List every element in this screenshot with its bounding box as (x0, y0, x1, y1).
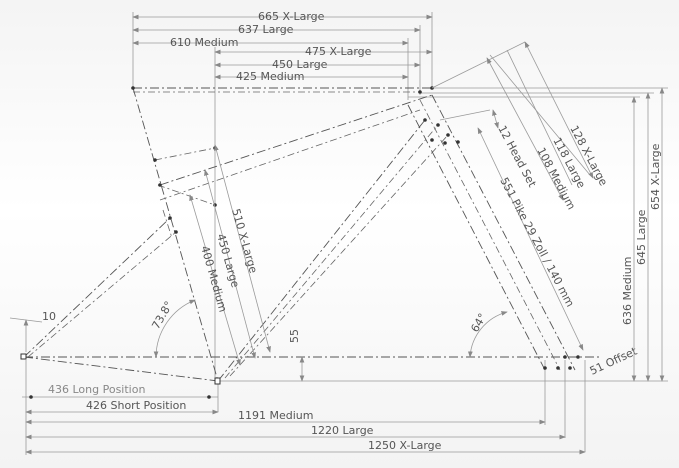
frame-centerlines (23, 87, 600, 382)
offset-label: 51 Offset (588, 344, 640, 377)
stack-xl-label: 475 X-Large (305, 45, 372, 58)
fork-dimension-lines (431, 41, 594, 358)
stack-l-label: 450 Large (272, 58, 328, 71)
height-xl-label: 654 X-Large (649, 143, 662, 210)
bottom-dimension-lines (22, 396, 586, 455)
height-l-label: 645 Large (635, 209, 648, 265)
stack-m-label: 425 Medium (236, 70, 304, 83)
height-m-label: 636 Medium (621, 257, 634, 325)
seat-angle-label: 73.8° (149, 299, 175, 331)
wheelbase-l-label: 1220 Large (311, 424, 374, 437)
top-dimension-lines (132, 14, 433, 80)
rear-axle (20, 353, 27, 360)
bb-drop-label: 55 (288, 329, 301, 343)
bottom-bracket (214, 377, 221, 385)
wheelbase-m-label: 1191 Medium (238, 409, 313, 422)
dropout-label: 10 (42, 310, 56, 323)
seat-tube-dimension-lines (153, 144, 271, 366)
wheelbase-xl-label: 1250 X-Large (368, 439, 442, 452)
long-position-point (29, 395, 33, 399)
short-position-label: 426 Short Position (86, 399, 186, 412)
height-dimension-lines (631, 87, 665, 382)
reach-xl-label: 665 X-Large (258, 10, 325, 23)
short-position-point (207, 395, 211, 399)
frame-points (131, 86, 580, 370)
reach-l-label: 637 Large (238, 23, 294, 36)
long-position-label: 436 Long Position (48, 383, 145, 396)
reach-m-label: 610 Medium (170, 36, 238, 49)
head-angle-label: 64° (468, 311, 489, 334)
